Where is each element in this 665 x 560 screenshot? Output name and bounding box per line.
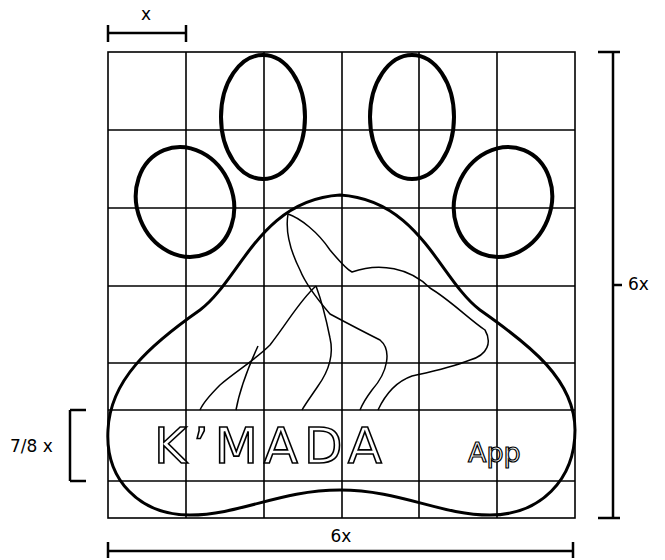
dimension-label: 6x	[628, 276, 649, 293]
dimension-label: x	[141, 6, 151, 23]
dog-silhouettes	[200, 214, 488, 410]
toe-pads	[120, 55, 569, 272]
logo-wordmark: K’MADA	[154, 421, 388, 471]
paw-pad: K’MADA App	[108, 195, 575, 518]
logo-subtitle: App	[468, 439, 521, 466]
dimension-label: 6x	[331, 528, 352, 545]
grid-lines	[108, 52, 575, 518]
dimension-lines	[70, 25, 622, 558]
dimension-label: 7/8 x	[10, 438, 53, 455]
